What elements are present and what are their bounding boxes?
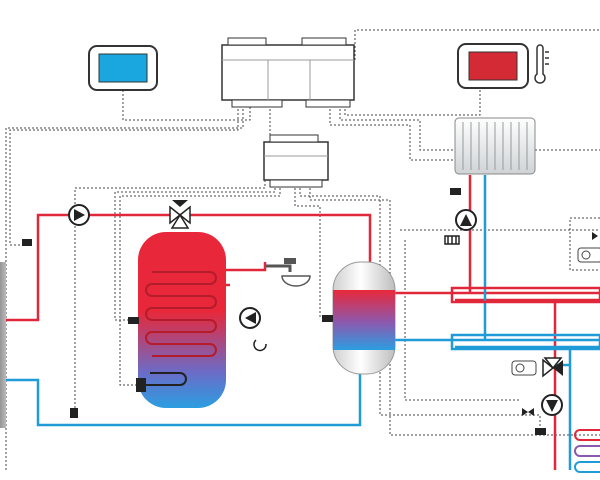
sensor-floor xyxy=(535,428,546,435)
module-top-terminal xyxy=(269,134,319,143)
mixing-valve-floor[interactable] xyxy=(542,357,563,378)
wire-module-left xyxy=(74,180,266,410)
tank-electric-heater xyxy=(145,372,187,386)
coil-supply xyxy=(220,262,267,272)
valve-actuator xyxy=(511,360,537,376)
main-controller[interactable] xyxy=(221,37,355,108)
flow-indicator-icon xyxy=(522,232,598,416)
supply-header xyxy=(450,286,600,304)
wire-controller-room xyxy=(344,85,481,116)
controller-bottom-terminal-left xyxy=(231,99,283,108)
module-bottom-terminal xyxy=(269,179,323,188)
sensor-boiler-supply xyxy=(22,239,32,246)
pump-floor[interactable] xyxy=(541,394,563,416)
recirculation-icon xyxy=(253,339,267,352)
mixing-valve-boiler[interactable] xyxy=(169,200,191,229)
right-control-box xyxy=(569,217,600,271)
wire-module-right-2 xyxy=(309,180,600,436)
thermostat-display[interactable] xyxy=(88,45,158,91)
faucet-icon xyxy=(266,258,311,287)
room-controller-screen xyxy=(468,51,518,81)
sensor-radiator xyxy=(450,188,461,195)
controller-top-terminal-left xyxy=(227,37,267,46)
wire-controller-left xyxy=(9,105,239,246)
wire-controller-top xyxy=(354,29,600,60)
wire-controller-left-2 xyxy=(5,105,244,470)
pump-radiator[interactable] xyxy=(455,209,477,231)
underfloor-heating-coil[interactable] xyxy=(574,429,600,473)
wire-module-left-3 xyxy=(119,180,281,386)
tank-heater-block xyxy=(136,378,146,392)
sensor-boiler-return xyxy=(70,408,78,418)
heat-source-boiler xyxy=(0,262,6,428)
return-pipes xyxy=(0,175,600,470)
wire-controller-right xyxy=(329,105,470,161)
temperature-sensors xyxy=(22,188,546,435)
sensor-tank-mid xyxy=(128,317,139,324)
wire-display-to-controller xyxy=(122,90,251,121)
thermometer-icon xyxy=(534,44,549,84)
room-controller[interactable] xyxy=(457,43,529,89)
pump-dhw-coil[interactable] xyxy=(239,307,261,329)
pump-boiler[interactable] xyxy=(68,204,90,226)
valve-actuator-right xyxy=(577,247,600,263)
dhw-tank[interactable] xyxy=(136,232,226,408)
controller-bottom-terminal-right xyxy=(305,99,351,108)
expansion-module[interactable] xyxy=(263,134,329,188)
boiler-return-pipe xyxy=(0,360,362,427)
display-screen xyxy=(98,53,148,83)
wire-right-panel-2 xyxy=(404,240,520,401)
thermostatic-valve-icon xyxy=(444,235,460,245)
wire-module-buffer xyxy=(294,180,321,318)
return-header xyxy=(450,333,600,351)
controller-top-terminal-right xyxy=(301,37,347,46)
buffer-fill xyxy=(333,290,395,350)
tank-heating-coil xyxy=(145,271,217,357)
buffer-tank[interactable] xyxy=(332,261,396,375)
radiator[interactable] xyxy=(454,117,536,175)
sensor-buffer xyxy=(322,315,333,322)
